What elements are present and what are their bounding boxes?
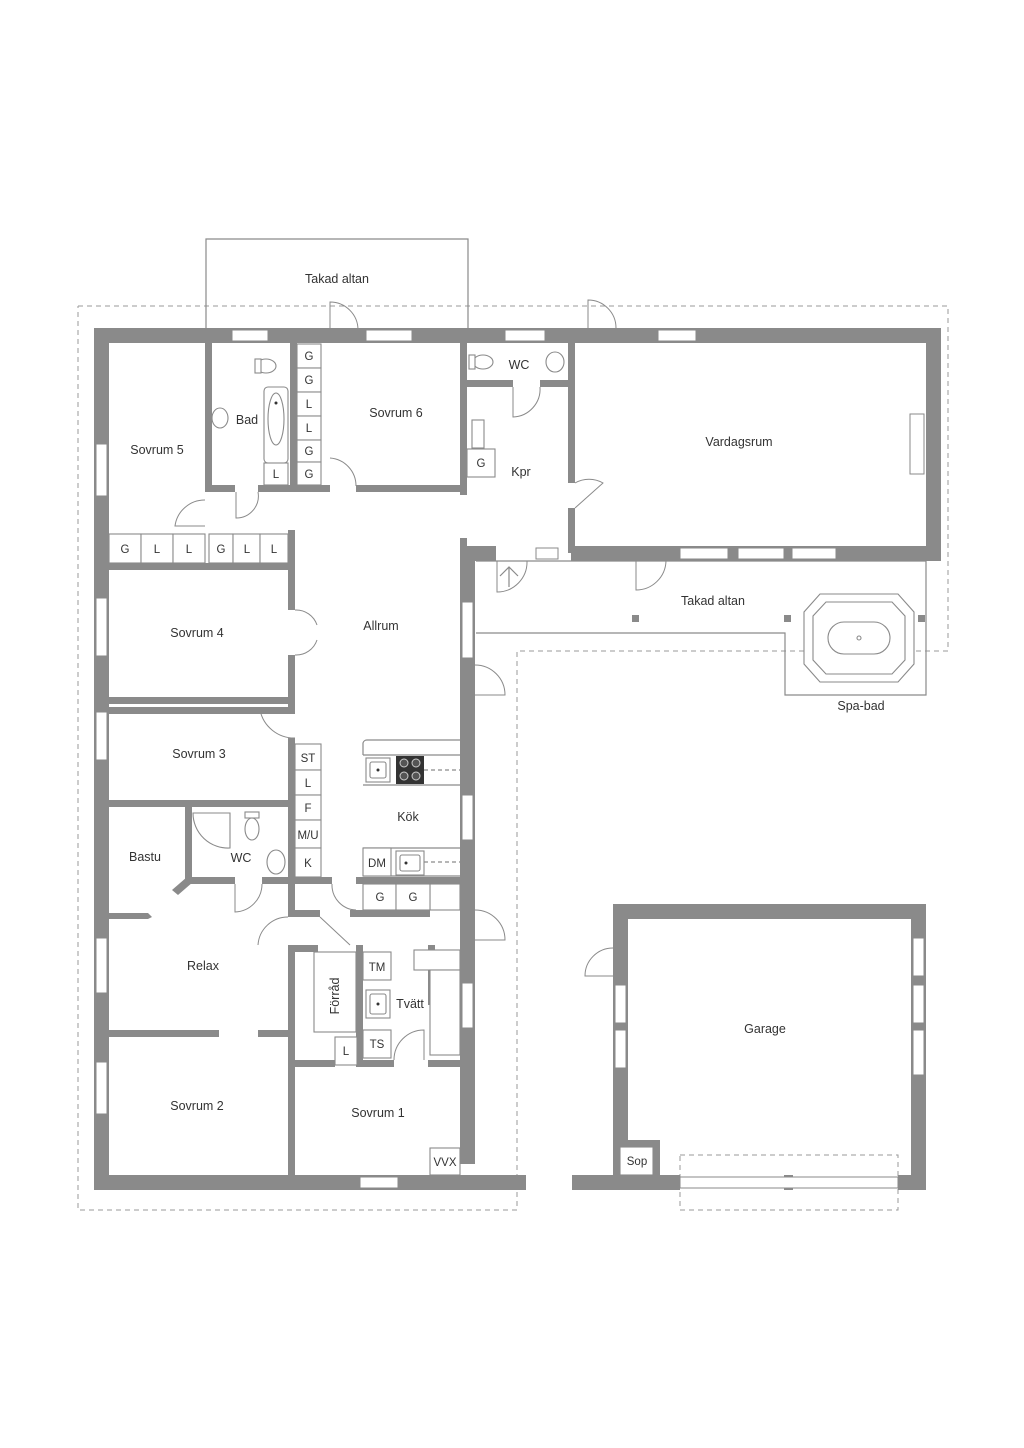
kitchen-label: K xyxy=(304,858,312,870)
doors xyxy=(174,299,667,1061)
room-allrum: Allrum xyxy=(363,619,398,633)
dishwasher-label: DM xyxy=(368,858,386,870)
room-tvatt: Tvätt xyxy=(396,997,424,1011)
room-sovrum-3: Sovrum 3 xyxy=(172,747,226,761)
closet-label: L xyxy=(343,1046,350,1058)
closet-label: G xyxy=(409,892,418,904)
roof-outline xyxy=(77,305,949,1211)
kitchen-label: F xyxy=(304,803,311,815)
closet-label: G xyxy=(305,351,314,363)
closet-label: G xyxy=(305,446,314,458)
room-relax: Relax xyxy=(187,959,220,973)
fixture-labels: G G L L G G L G L L G L L G ST L F M/U K… xyxy=(121,351,648,1169)
room-forrad: Förråd xyxy=(328,978,342,1015)
closet-label: L xyxy=(271,544,278,556)
room-sovrum-1: Sovrum 1 xyxy=(351,1106,405,1120)
closet-label: L xyxy=(154,544,161,556)
closet-label: G xyxy=(305,375,314,387)
room-garage: Garage xyxy=(744,1022,786,1036)
room-kok: Kök xyxy=(397,810,419,824)
room-bastu: Bastu xyxy=(129,850,161,864)
room-sovrum-6: Sovrum 6 xyxy=(369,406,423,420)
closet-label: G xyxy=(305,469,314,481)
room-takad-altan-top: Takad altan xyxy=(305,272,369,286)
closet-label: L xyxy=(273,469,280,481)
storage-cells xyxy=(108,343,654,1176)
closet-label: G xyxy=(477,458,486,470)
closet-label: L xyxy=(244,544,251,556)
room-sovrum-2: Sovrum 2 xyxy=(170,1099,224,1113)
closet-label: G xyxy=(376,892,385,904)
garage-walls xyxy=(572,904,926,1190)
room-bad: Bad xyxy=(236,413,258,427)
room-labels: Takad altan Sovrum 5 Bad Sovrum 6 WC Kpr… xyxy=(129,272,885,1120)
kitchen-label: L xyxy=(305,778,312,790)
windows xyxy=(95,329,925,1189)
interior-walls xyxy=(109,343,575,1175)
closet-label: L xyxy=(306,399,313,411)
closet-label: L xyxy=(186,544,193,556)
room-kpr: Kpr xyxy=(511,465,530,479)
room-spa-bad: Spa-bad xyxy=(837,699,884,713)
closet-label: G xyxy=(121,544,130,556)
kitchen-label: M/U xyxy=(297,830,318,842)
room-takad-altan-right: Takad altan xyxy=(681,594,745,608)
spa-tub xyxy=(803,593,915,683)
room-sovrum-4: Sovrum 4 xyxy=(170,626,224,640)
room-vardagsrum: Vardagsrum xyxy=(705,435,772,449)
closet-label: G xyxy=(217,544,226,556)
closet-label: L xyxy=(306,423,313,435)
room-wc-mid: WC xyxy=(231,851,252,865)
sop-label: Sop xyxy=(627,1156,647,1168)
laundry-label: TS xyxy=(370,1039,385,1051)
room-wc-top: WC xyxy=(509,358,530,372)
laundry-label: TM xyxy=(369,962,386,974)
fixtures-plumbing xyxy=(192,351,925,1056)
room-sovrum-5: Sovrum 5 xyxy=(130,443,184,457)
kitchen-label: ST xyxy=(301,753,316,765)
vvx-label: VVX xyxy=(433,1157,456,1169)
